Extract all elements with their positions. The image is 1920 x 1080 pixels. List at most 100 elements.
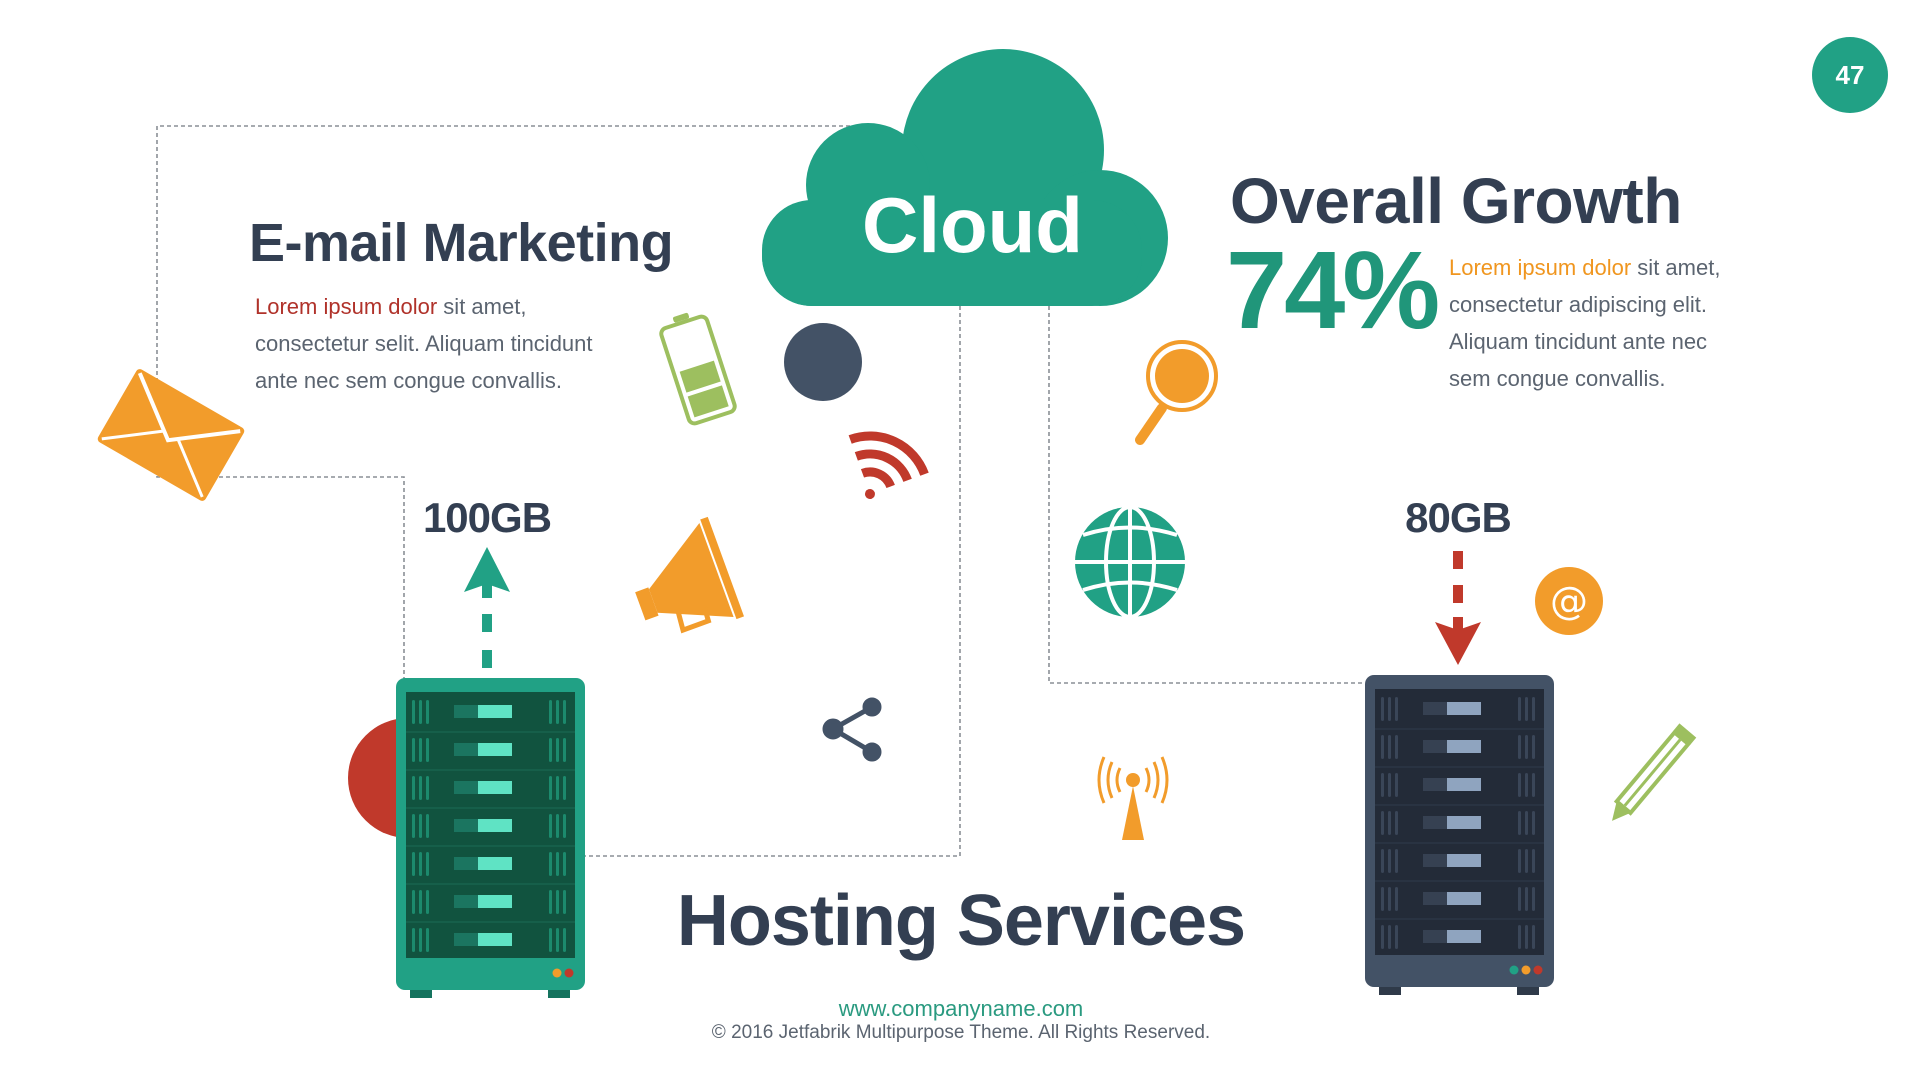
rack-vent xyxy=(1532,697,1535,721)
rack-vent xyxy=(1395,697,1398,721)
rack-vent xyxy=(1381,773,1384,797)
footer-copyright: © 2016 Jetfabrik Multipurpose Theme. All… xyxy=(711,1022,1211,1043)
at-sign-icon: @ xyxy=(1535,567,1603,635)
rack-vent xyxy=(563,776,566,800)
status-light xyxy=(1509,965,1519,975)
rack-vent xyxy=(556,700,559,724)
rack-vent xyxy=(1532,811,1535,835)
cloud-label: Cloud xyxy=(862,181,1083,269)
email-line1: sit amet, xyxy=(437,294,527,319)
rack-vent xyxy=(412,928,415,952)
rack-vent xyxy=(1381,887,1384,911)
rack-vent xyxy=(412,700,415,724)
rack-vent xyxy=(1395,811,1398,835)
rack-vent xyxy=(1525,697,1528,721)
rack-vent xyxy=(1525,735,1528,759)
rack-vent xyxy=(1532,849,1535,873)
rack-vent xyxy=(1381,697,1384,721)
drive-indicator xyxy=(478,705,512,718)
magnifier-icon xyxy=(1135,340,1218,445)
rack-foot xyxy=(1379,985,1401,995)
globe-icon xyxy=(1075,505,1185,619)
rack-foot xyxy=(548,988,570,998)
rack-vent xyxy=(426,890,429,914)
server-rack-right xyxy=(1365,675,1554,995)
svg-text:@: @ xyxy=(1550,579,1588,623)
rack-vent xyxy=(556,776,559,800)
rack-vent xyxy=(1388,773,1391,797)
drive-indicator xyxy=(1447,816,1481,829)
growth-highlight: Lorem ipsum dolor xyxy=(1449,255,1632,280)
envelope-icon xyxy=(97,369,245,501)
rack-vent xyxy=(1532,773,1535,797)
rack-vent xyxy=(426,776,429,800)
rack-vent xyxy=(1388,887,1391,911)
dotted-connectors xyxy=(156,125,1365,857)
drive-indicator xyxy=(478,819,512,832)
rack-vent xyxy=(419,852,422,876)
growth-line1: sit amet, xyxy=(1631,255,1721,280)
rack-vent xyxy=(556,928,559,952)
rack-vent xyxy=(1518,773,1521,797)
growth-line3: Aliquam tincidunt ante nec xyxy=(1449,329,1708,354)
rack-vent xyxy=(549,814,552,838)
rack-vent xyxy=(426,738,429,762)
rack-vent xyxy=(1395,849,1398,873)
rack-vent xyxy=(419,814,422,838)
rack-vent xyxy=(549,928,552,952)
drive-indicator xyxy=(1447,892,1481,905)
rack-vent xyxy=(1388,735,1391,759)
rack-vent xyxy=(419,700,422,724)
rack-vent xyxy=(412,890,415,914)
status-light xyxy=(552,968,562,978)
drive-indicator xyxy=(478,857,512,870)
rack-vent xyxy=(1381,735,1384,759)
email-highlight: Lorem ipsum dolor xyxy=(255,294,438,319)
drive-indicator xyxy=(1447,740,1481,753)
main-title: Hosting Services xyxy=(676,881,1246,961)
drive-indicator xyxy=(1447,702,1481,715)
rack-vent xyxy=(1395,735,1398,759)
growth-line4: sem congue convallis. xyxy=(1449,366,1666,391)
rack-vent xyxy=(563,890,566,914)
rack-vent xyxy=(1525,849,1528,873)
rack-vent xyxy=(1395,925,1398,949)
drive-indicator xyxy=(478,895,512,908)
drive-indicator xyxy=(478,933,512,946)
rack-vent xyxy=(412,738,415,762)
rss-icon xyxy=(848,431,929,499)
rack-vent xyxy=(549,700,552,724)
left-server-capacity: 100GB xyxy=(422,494,552,541)
rack-vent xyxy=(1388,849,1391,873)
rack-vent xyxy=(1388,697,1391,721)
dark-circle-decoration xyxy=(784,323,862,401)
rack-vent xyxy=(563,852,566,876)
rack-vent xyxy=(1395,887,1398,911)
rack-vent xyxy=(1381,811,1384,835)
rack-vent xyxy=(1525,773,1528,797)
rack-vent xyxy=(563,700,566,724)
footer-url[interactable]: www.companyname.com xyxy=(838,996,1084,1021)
page-number-badge: 47 xyxy=(1812,37,1888,113)
rack-vent xyxy=(1525,887,1528,911)
rack-vent xyxy=(549,776,552,800)
rack-vent xyxy=(1518,735,1521,759)
rack-vent xyxy=(549,890,552,914)
rack-vent xyxy=(563,814,566,838)
rack-vent xyxy=(556,852,559,876)
rack-vent xyxy=(419,776,422,800)
antenna-icon xyxy=(1097,756,1169,840)
growth-line2: consectetur adipiscing elit. xyxy=(1449,292,1708,317)
rack-vent xyxy=(1518,697,1521,721)
rack-vent xyxy=(412,776,415,800)
rack-vent xyxy=(419,890,422,914)
right-server-capacity: 80GB xyxy=(1405,494,1512,541)
rack-vent xyxy=(1518,887,1521,911)
rack-vent xyxy=(1395,773,1398,797)
drive-indicator xyxy=(478,781,512,794)
rack-vent xyxy=(426,814,429,838)
rack-vent xyxy=(1532,735,1535,759)
rack-vent xyxy=(549,738,552,762)
server-rack-left xyxy=(396,678,585,998)
